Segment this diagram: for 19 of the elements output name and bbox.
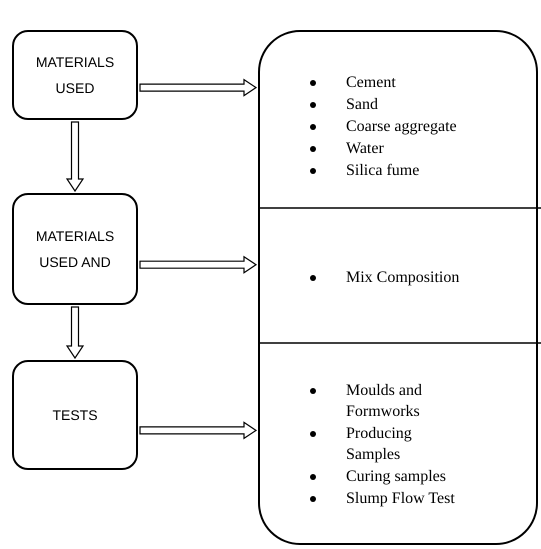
- list-item-text: Producing Samples: [346, 424, 413, 464]
- list-item-text: Moulds and Formworks: [346, 380, 423, 422]
- block-arrow: [139, 256, 258, 274]
- list-item-text: Silica fume: [346, 160, 420, 180]
- list-item-text: Mix Composition: [346, 268, 460, 288]
- process-box: TESTS: [12, 360, 138, 470]
- block-arrow: [66, 121, 84, 192]
- process-box: MATERIALS USED: [12, 30, 138, 120]
- list-item-text: Sand: [346, 94, 379, 114]
- block-arrow: [139, 421, 258, 440]
- process-box: MATERIALS USED AND: [12, 193, 138, 305]
- block-arrow: [66, 306, 84, 360]
- list-item-text: Cement: [346, 72, 397, 92]
- list-item-text: Slump Flow Test: [346, 488, 456, 508]
- list-item-text: Curing samples: [346, 466, 447, 486]
- list-item-text: Coarse aggregate: [346, 116, 458, 136]
- list-panel: [258, 30, 538, 545]
- list-item-text: Water: [346, 138, 385, 158]
- block-arrow: [139, 78, 258, 97]
